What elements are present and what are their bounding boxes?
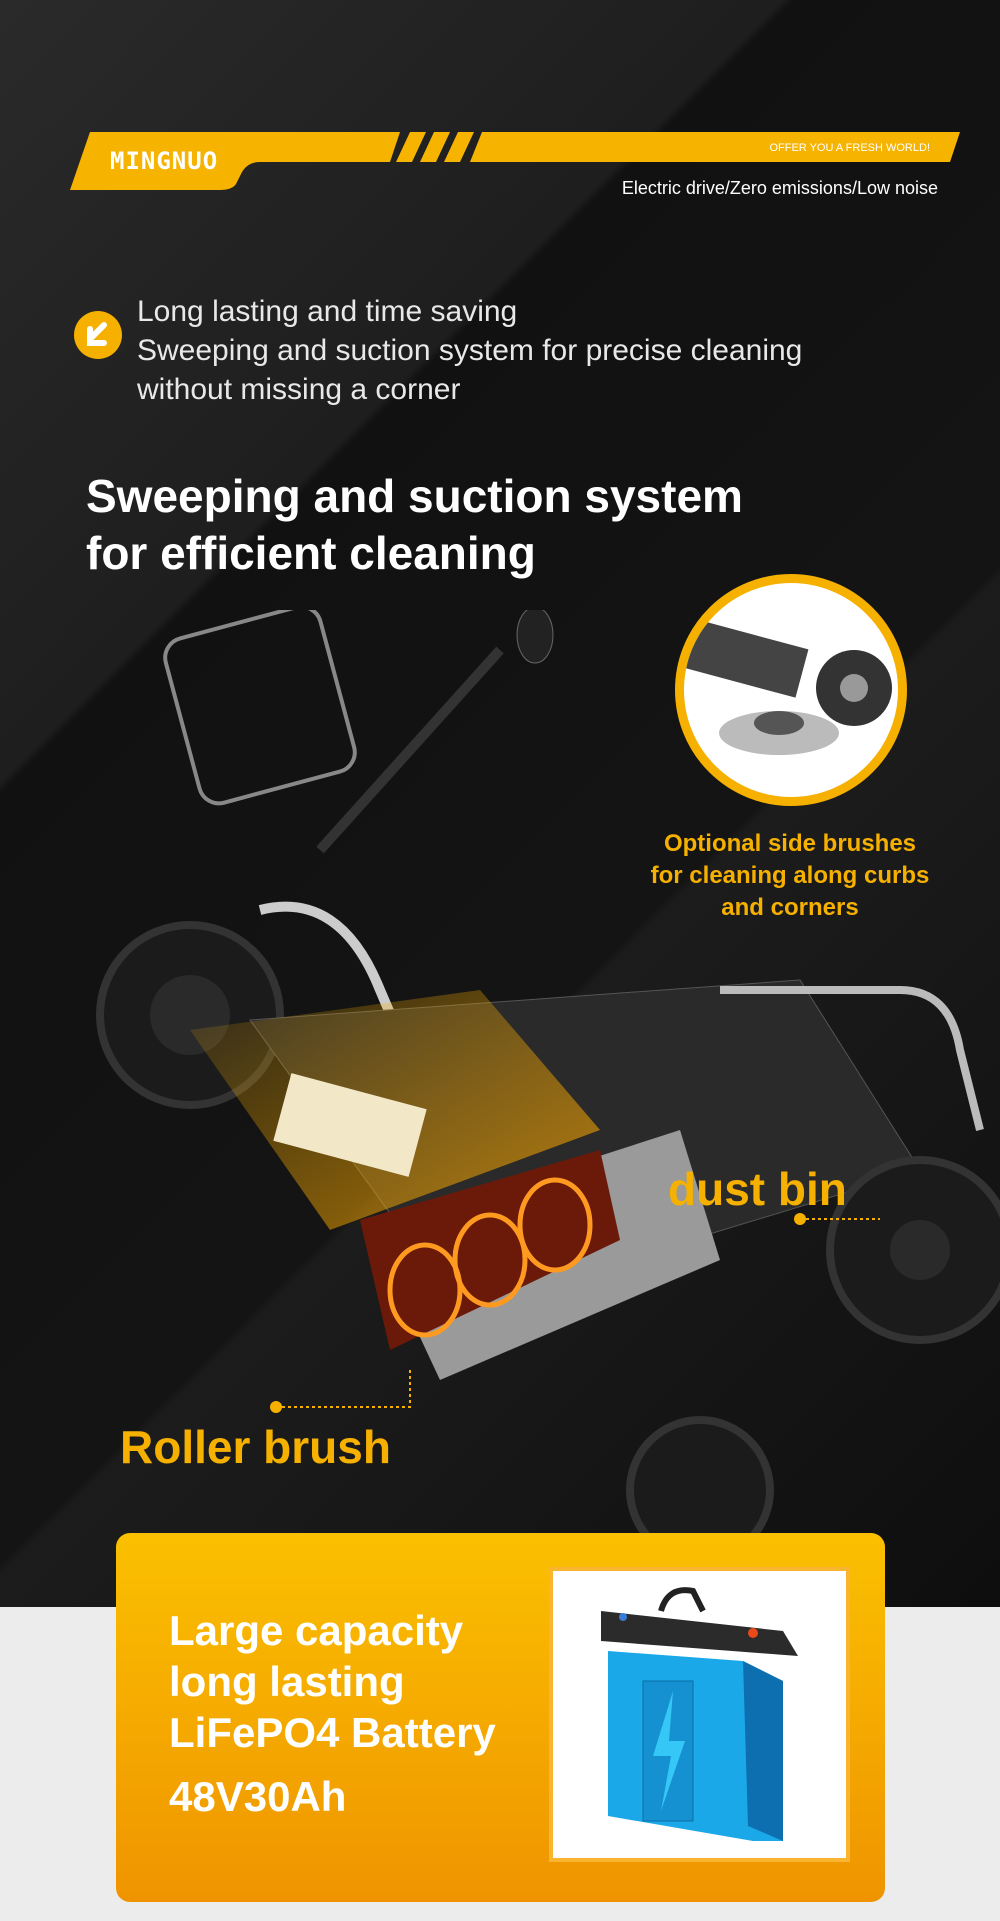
intro-line: Sweeping and suction system for precise …	[137, 334, 803, 367]
battery-line: Large capacity	[169, 1607, 464, 1654]
battery-card: Large capacity long lasting LiFePO4 Batt…	[116, 1533, 885, 1902]
page-title: Sweeping and suction system for efficien…	[86, 468, 743, 582]
battery-line: LiFePO4 Battery	[169, 1709, 496, 1756]
arrow-down-left-icon	[74, 311, 122, 359]
side-brush-caption: Optional side brushes for cleaning along…	[610, 828, 970, 924]
caption-line: and corners	[721, 894, 859, 921]
intro-line: Long lasting and time saving	[137, 295, 518, 328]
battery-description: Large capacity long lasting LiFePO4 Batt…	[169, 1605, 496, 1758]
caption-line: Optional side brushes	[663, 830, 917, 857]
intro-line: without missing a corner	[137, 373, 461, 406]
caption-line: for cleaning along curbs	[650, 862, 930, 889]
intro-text: Long lasting and time saving Sweeping an…	[137, 292, 802, 409]
brand-banner	[70, 132, 960, 190]
brand-logo: MINGNUO	[110, 147, 219, 175]
battery-line: long lasting	[169, 1658, 405, 1705]
roller-brush-label: Roller brush	[120, 1421, 391, 1473]
side-brush-image	[675, 574, 907, 806]
dust-bin-label: dust bin	[668, 1163, 847, 1215]
title-line: Sweeping and suction system	[86, 470, 743, 522]
battery-spec: 48V30Ah	[169, 1773, 347, 1820]
tagline: Electric drive/Zero emissions/Low noise	[621, 178, 938, 198]
battery-image	[549, 1567, 850, 1862]
title-line: for efficient cleaning	[86, 527, 536, 579]
sweeper-vehicle-illustration	[96, 610, 1000, 1540]
slogan: OFFER YOU A FRESH WORLD!	[769, 142, 930, 154]
